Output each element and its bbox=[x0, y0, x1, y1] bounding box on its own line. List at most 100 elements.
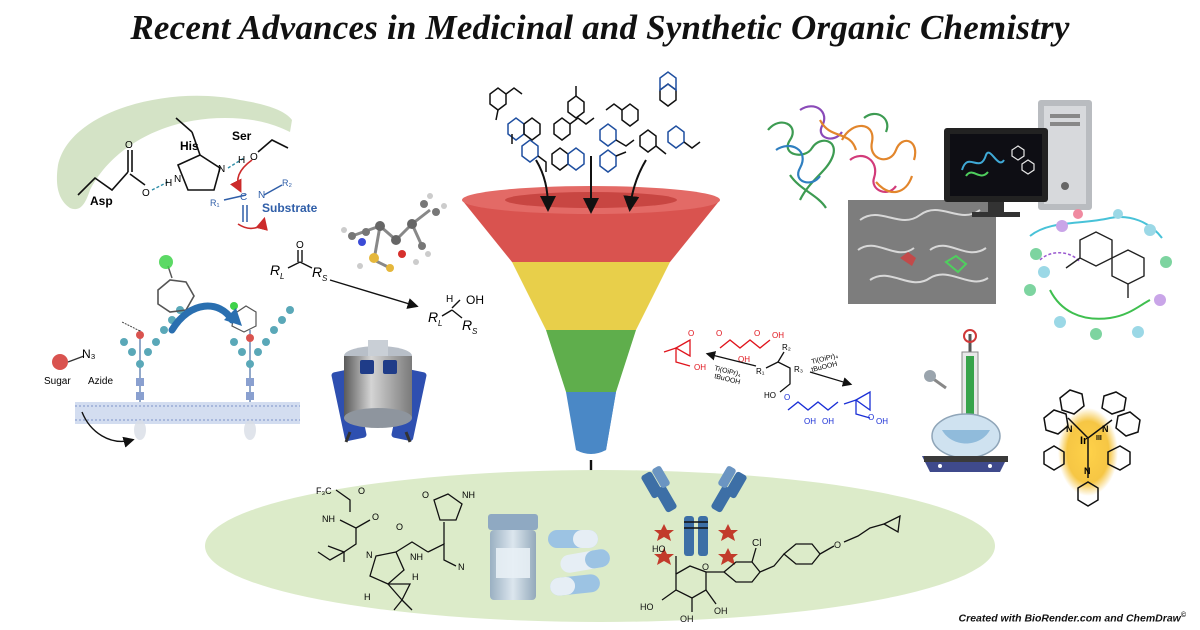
credit-text: Created with BioRender.com and ChemDraw bbox=[958, 612, 1181, 624]
incorporation-arrow bbox=[81, 411, 135, 448]
d1-h2: H bbox=[412, 572, 419, 582]
black-atom-2: R₃ bbox=[794, 365, 803, 374]
lab-reaction-setup bbox=[922, 329, 1008, 472]
iridium-ligand-n2: N bbox=[1102, 424, 1109, 434]
carbonyl-arrow bbox=[237, 216, 268, 231]
his-label: His bbox=[180, 139, 199, 153]
green-label-dot bbox=[159, 255, 173, 269]
ser-label: Ser bbox=[232, 129, 252, 143]
ketone-rs: R bbox=[312, 264, 322, 280]
red-atom-1: OH bbox=[738, 355, 750, 364]
drug-structure-2: O HO HO OH OH Cl O bbox=[640, 514, 901, 624]
atom-n1: N bbox=[174, 174, 181, 185]
blue-atom-0: O bbox=[784, 393, 790, 402]
tartrate-blue: O OH OH bbox=[784, 393, 839, 426]
d2-ring-o: O bbox=[702, 562, 709, 572]
reduction-arrow bbox=[329, 279, 419, 309]
credit-mark: © bbox=[1180, 611, 1186, 619]
red-atom-0: O bbox=[716, 329, 722, 338]
red-atom-4: OH bbox=[694, 363, 706, 372]
azide-label: Azide bbox=[88, 376, 113, 387]
blue-atom-4: OH bbox=[876, 417, 888, 426]
screening-funnel bbox=[462, 156, 720, 501]
d1-nh3: NH bbox=[462, 490, 475, 500]
capsule-2 bbox=[560, 549, 610, 573]
iridium-ligand-n3: N bbox=[1084, 466, 1091, 476]
protein-ribbon-left bbox=[767, 105, 858, 209]
ketone-rl-sub: L bbox=[280, 272, 284, 281]
iridium-ligand-n1: N bbox=[1066, 424, 1073, 434]
azide-formula: N₃ bbox=[82, 347, 96, 361]
compound-library bbox=[489, 71, 701, 173]
drug-structure-1: F₃C O NH O N H H O NH N O NH bbox=[316, 486, 475, 611]
black-atom-0: R₁ bbox=[756, 367, 765, 376]
group-r2: R₂ bbox=[282, 178, 292, 188]
alcohol-rl: R bbox=[428, 309, 438, 325]
iridium-oxidation: III bbox=[1096, 435, 1102, 442]
atom-h1: H bbox=[165, 178, 172, 189]
d1-nh2: NH bbox=[410, 552, 423, 562]
ligand-interaction-diagram bbox=[1024, 209, 1172, 340]
d1-h1: H bbox=[364, 592, 371, 602]
medication-icons bbox=[488, 514, 610, 600]
funnel-band-yellow bbox=[512, 262, 670, 330]
d2-oh2: OH bbox=[714, 606, 728, 616]
d1-n2: N bbox=[458, 562, 465, 572]
epoxide-red: O OH bbox=[663, 329, 706, 372]
sharpless-epoxidation-scheme: O OH O OH O OH R₂ R₁ R₃ HO bbox=[663, 329, 888, 426]
ketone-reduction-panel: R L O R S H OH R L R S bbox=[270, 193, 484, 336]
tartrate-red: O OH O OH bbox=[716, 329, 784, 364]
iridium-symbol: Ir bbox=[1080, 435, 1088, 447]
capsule-1 bbox=[548, 530, 598, 548]
red-atom-5: O bbox=[688, 329, 694, 338]
blue-atom-2: OH bbox=[822, 417, 834, 426]
d2-ho: HO bbox=[640, 602, 654, 612]
funnel-band-red bbox=[462, 200, 720, 262]
sugar-ball bbox=[52, 354, 68, 370]
funnel-band-green bbox=[546, 330, 636, 392]
alcohol-h: H bbox=[446, 294, 453, 305]
black-atom-1: R₂ bbox=[782, 343, 791, 352]
alcohol-rs-sub: S bbox=[472, 327, 478, 336]
computer-workstation bbox=[944, 100, 1092, 217]
iridium-complex: Ir III N N N bbox=[1043, 389, 1141, 507]
page-title: Recent Advances in Medicinal and Synthet… bbox=[130, 8, 1070, 47]
d1-nh1: NH bbox=[322, 514, 335, 524]
ketone-o: O bbox=[296, 240, 304, 251]
protein-ribbon-right bbox=[841, 112, 917, 194]
asp-label: Asp bbox=[90, 194, 113, 208]
nucleophilic-attack-arrow bbox=[229, 159, 253, 193]
click-arrow bbox=[168, 302, 236, 334]
cell-membrane bbox=[75, 402, 300, 424]
credit-line: Created with BioRender.com and ChemDraw© bbox=[959, 612, 1186, 625]
click-chemistry-panel: N₃ Sugar Azide bbox=[44, 255, 300, 448]
ketone-rs-sub: S bbox=[322, 274, 328, 283]
atom-o2: O bbox=[142, 188, 150, 199]
alcohol-rl-sub: L bbox=[438, 319, 442, 328]
atom-n3: N bbox=[258, 190, 265, 201]
nmr-spectrometer bbox=[331, 340, 427, 443]
alcohol-rs: R bbox=[462, 317, 472, 333]
d1-cf3: F₃C bbox=[316, 486, 332, 496]
epoxide-blue: O OH bbox=[843, 390, 888, 426]
alcohol-oh: OH bbox=[466, 293, 484, 307]
capsule-3 bbox=[550, 574, 600, 596]
allylic-alcohol: R₂ R₁ R₃ HO bbox=[756, 343, 803, 400]
d1-o1: O bbox=[358, 486, 365, 496]
d2-oh1: OH bbox=[680, 614, 694, 624]
atom-o3: O bbox=[250, 152, 258, 163]
d1-o3: O bbox=[396, 522, 403, 532]
sugar-label: Sugar bbox=[44, 376, 71, 387]
antibody-drug-conjugate bbox=[641, 466, 747, 565]
d1-n: N bbox=[366, 550, 373, 560]
d1-o4: O bbox=[422, 490, 429, 500]
black-atom-3: HO bbox=[764, 391, 776, 400]
atom-n2: N bbox=[218, 164, 225, 175]
cyclooctyne-ring bbox=[157, 279, 195, 313]
atom-c: C bbox=[240, 192, 247, 203]
d1-o2: O bbox=[372, 512, 379, 522]
atom-h2: H bbox=[238, 155, 245, 166]
protein-structures bbox=[767, 105, 996, 304]
